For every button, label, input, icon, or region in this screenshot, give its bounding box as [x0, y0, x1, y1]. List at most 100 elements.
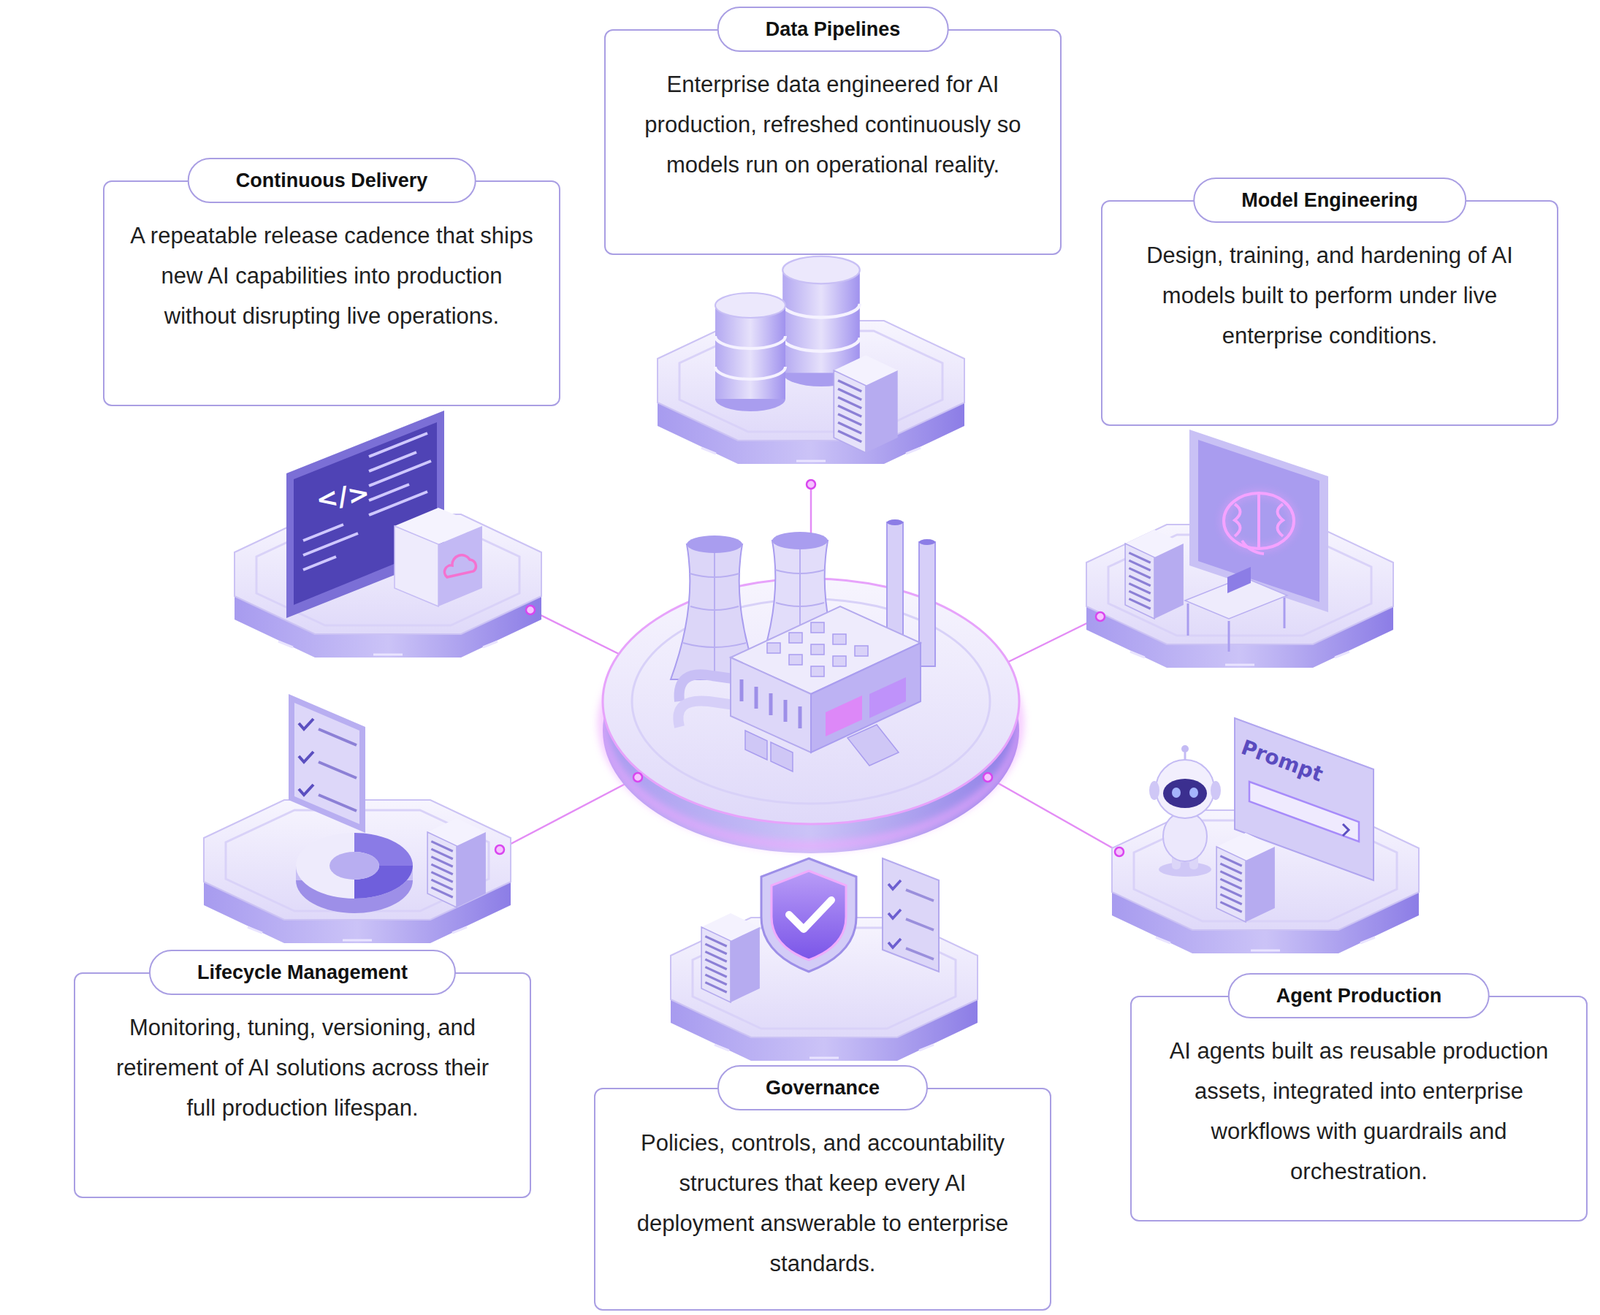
factory-hub-part-part: [810, 644, 825, 655]
connection-dots: [495, 480, 1124, 857]
agent-platform-part: [1216, 832, 1275, 923]
agent-platform-part: [1210, 781, 1221, 800]
agent-platform: [1111, 718, 1419, 954]
model-platform-part: [1198, 439, 1320, 603]
factory-hub-part-part: [832, 634, 847, 645]
agent-platform-part: [1149, 781, 1160, 800]
agent-platform-part: [1163, 778, 1207, 809]
factory-hub-part: [772, 531, 828, 550]
agent-platform-part: [1158, 862, 1212, 877]
agent-platform-part: [1181, 745, 1189, 753]
agent-platform-part: [1171, 787, 1181, 798]
connection-dots-part: [495, 845, 505, 855]
lifecycle-platform-part: [318, 729, 357, 811]
code-symbol: </>: [314, 477, 372, 516]
model-platform: [1086, 429, 1394, 668]
delivery-platform-part: [438, 526, 483, 607]
body-text: Monitoring, tuning, versioning, and reti…: [100, 1007, 505, 1129]
heading-text: Model Engineering: [1241, 189, 1419, 212]
model-platform-part: [1125, 529, 1184, 619]
factory-hub-part: [686, 535, 743, 554]
heading-pill: Data Pipelines: [717, 6, 950, 52]
body-text: Enterprise data engineered for AI produc…: [630, 64, 1036, 185]
connection-dots-part: [1114, 847, 1124, 857]
factory-hub-part-part: [810, 666, 825, 677]
factory-hub-part-part: [832, 656, 847, 667]
body-text: Policies, controls, and accountability s…: [620, 1122, 1026, 1284]
leader-lines-part: [499, 777, 638, 850]
heading-text: Data Pipelines: [765, 18, 901, 41]
delivery-platform: [234, 410, 542, 658]
factory-hub: [602, 519, 1020, 854]
delivery-platform-part: [444, 555, 476, 578]
factory-hub-part-part: [789, 654, 803, 665]
governance-platform-part: [882, 858, 939, 972]
governance-platform-part: [905, 889, 934, 960]
connection-dots-part: [1095, 612, 1105, 622]
model-platform-part-part: [1234, 493, 1283, 554]
connection-dots-part: [633, 772, 643, 782]
agent-platform-part: [1189, 787, 1199, 798]
heading-text: Lifecycle Management: [197, 961, 408, 985]
factory-hub-part: [886, 519, 904, 526]
factory-hub-part: [767, 622, 868, 677]
body-text: A repeatable release cadence that ships …: [129, 215, 535, 337]
factory-hub-part: [869, 677, 906, 719]
delivery-platform-part: [394, 526, 439, 607]
factory-hub-part: [730, 657, 811, 753]
data-platform-part: [833, 355, 898, 453]
connection-dots-part: [983, 772, 993, 782]
heading-text: Continuous Delivery: [235, 169, 429, 193]
body-text: AI agents built as reusable production a…: [1156, 1030, 1562, 1192]
governance-platform-part: [789, 900, 832, 930]
governance-platform-part: [771, 870, 847, 960]
model-platform-part: [1187, 597, 1285, 652]
data-platform: [657, 256, 965, 464]
factory-hub-part: [745, 730, 768, 760]
factory-hub-part: [770, 742, 793, 772]
agent-platform-part: [1249, 781, 1359, 842]
heading-text: Governance: [765, 1076, 880, 1100]
text-box: Lifecycle ManagementMonitoring, tuning, …: [73, 972, 532, 1199]
connection-dots-part: [526, 605, 535, 615]
factory-hub-part-part: [789, 632, 803, 643]
leader-lines-part: [1005, 616, 1101, 664]
agent-platform-part: [1342, 824, 1349, 836]
text-box: Data PipelinesEnterprise data engineered…: [604, 29, 1062, 255]
governance-platform: [670, 858, 978, 1061]
text-box: Model EngineeringDesign, training, and h…: [1101, 200, 1559, 426]
heading-pill: Agent Production: [1228, 973, 1490, 1019]
delivery-platform-part: [286, 410, 445, 619]
data-platform-part: [715, 292, 786, 412]
factory-hub-part: [677, 700, 735, 727]
heading-text: Agent Production: [1276, 984, 1442, 1008]
factory-hub-part: [919, 542, 936, 667]
text-box: GovernancePolicies, controls, and accoun…: [593, 1087, 1052, 1311]
factory-hub-part-part: [810, 622, 825, 633]
agent-platform-part: [1163, 811, 1207, 862]
factory-hub-part: [825, 695, 863, 737]
screen-label: Prompt: [1238, 734, 1327, 787]
lifecycle-platform-part: [295, 832, 413, 899]
governance-platform-part: [761, 858, 857, 972]
text-box: Agent ProductionAI agents built as reusa…: [1130, 995, 1588, 1222]
lifecycle-platform-part: [294, 702, 360, 825]
factory-hub-part: [919, 539, 936, 546]
governance-platform-part: [701, 913, 760, 1003]
lifecycle-platform-part: [288, 694, 366, 833]
leader-lines-part: [987, 777, 1120, 852]
heading-pill: Model Engineering: [1193, 177, 1467, 223]
text-box: Continuous DeliveryA repeatable release …: [103, 180, 561, 407]
lifecycle-platform-part: [329, 851, 380, 880]
factory-hub-part-part: [854, 645, 868, 657]
governance-platform-part: [888, 880, 901, 948]
model-platform-part: [1227, 566, 1251, 594]
factory-hub-part-part: [767, 642, 781, 654]
heading-pill: Continuous Delivery: [187, 157, 477, 204]
heading-pill: Governance: [717, 1065, 928, 1111]
model-platform-part: [1223, 493, 1294, 554]
lifecycle-platform: [203, 694, 511, 944]
leader-lines: [499, 484, 1120, 852]
leader-lines-part: [530, 610, 628, 659]
